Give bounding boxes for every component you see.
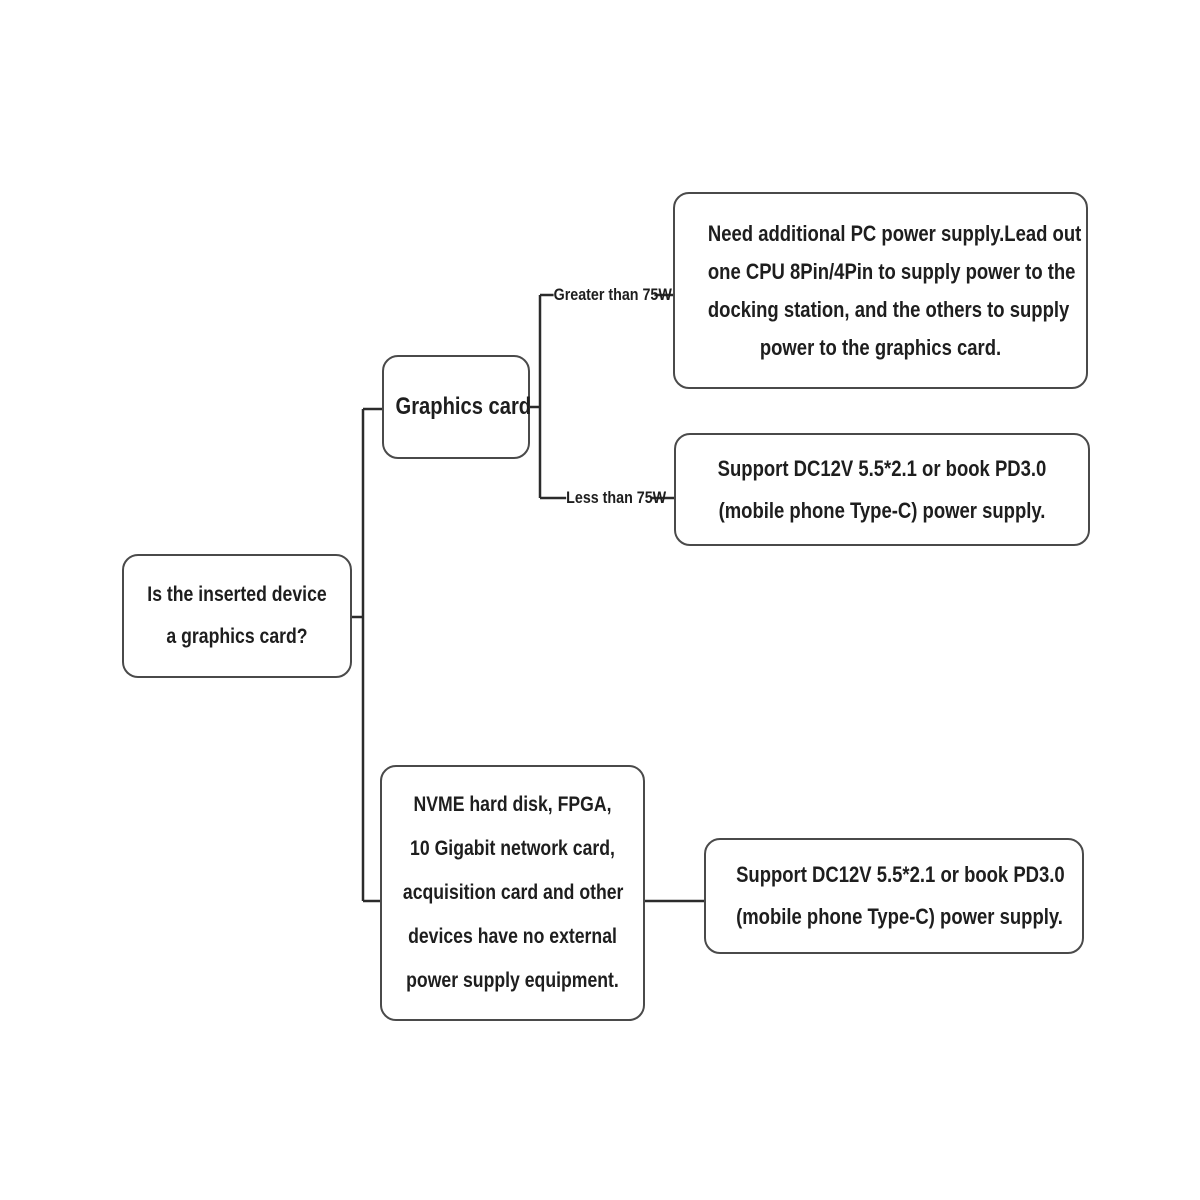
graphics-card-split-connector [530,295,542,498]
branch-label-less-than-75w: Less than 75W [566,487,667,509]
outcome-less-75w-line: Support DC12V 5.5*2.1 or book PD3.0 [717,455,1047,481]
trunk-connector [352,407,382,903]
outcome-less-75w-line: (mobile phone Type-C) power supply. [718,497,1046,523]
non-gpu-outcome-line: (mobile phone Type-C) power supply. [736,904,1063,929]
root-question-line: Is the inserted device [147,583,327,606]
non-gpu-devices-line: power supply equipment. [406,969,619,992]
outcome-greater-75w-line: docking station, and the others to suppl… [707,296,1070,322]
outcome-greater-75w-line: one CPU 8Pin/4Pin to supply power to the [707,258,1076,284]
graphics-card-box: Graphics card [382,355,532,459]
non-gpu-devices-line: devices have no external [408,925,617,948]
non-gpu-devices-line: NVME hard disk, FPGA, [413,793,612,816]
non-gpu-devices-line: 10 Gigabit network card, [410,837,615,860]
non-gpu-devices-line: acquisition card and other [402,881,624,904]
non-gpu-outcome-box: Support DC12V 5.5*2.1 or book PD3.0 (mob… [704,838,1084,954]
non-gpu-outcome-line: Support DC12V 5.5*2.1 or book PD3.0 [736,862,1065,887]
root-question-line: a graphics card? [166,625,308,648]
graphics-card-label: Graphics card [395,393,532,420]
outcome-less-75w-box: Support DC12V 5.5*2.1 or book PD3.0 (mob… [674,433,1090,546]
non-gpu-devices-box: NVME hard disk, FPGA, 10 Gigabit network… [380,765,645,1021]
outcome-greater-75w-line: power to the graphics card. [759,334,1002,360]
branch-label-greater-than-75w: Greater than 75W [553,284,672,306]
outcome-greater-75w-box: Need additional PC power supply.Lead out… [673,192,1088,389]
root-question-box: Is the inserted device a graphics card? [122,554,352,678]
outcome-greater-75w-line: Need additional PC power supply.Lead out [707,220,1082,246]
